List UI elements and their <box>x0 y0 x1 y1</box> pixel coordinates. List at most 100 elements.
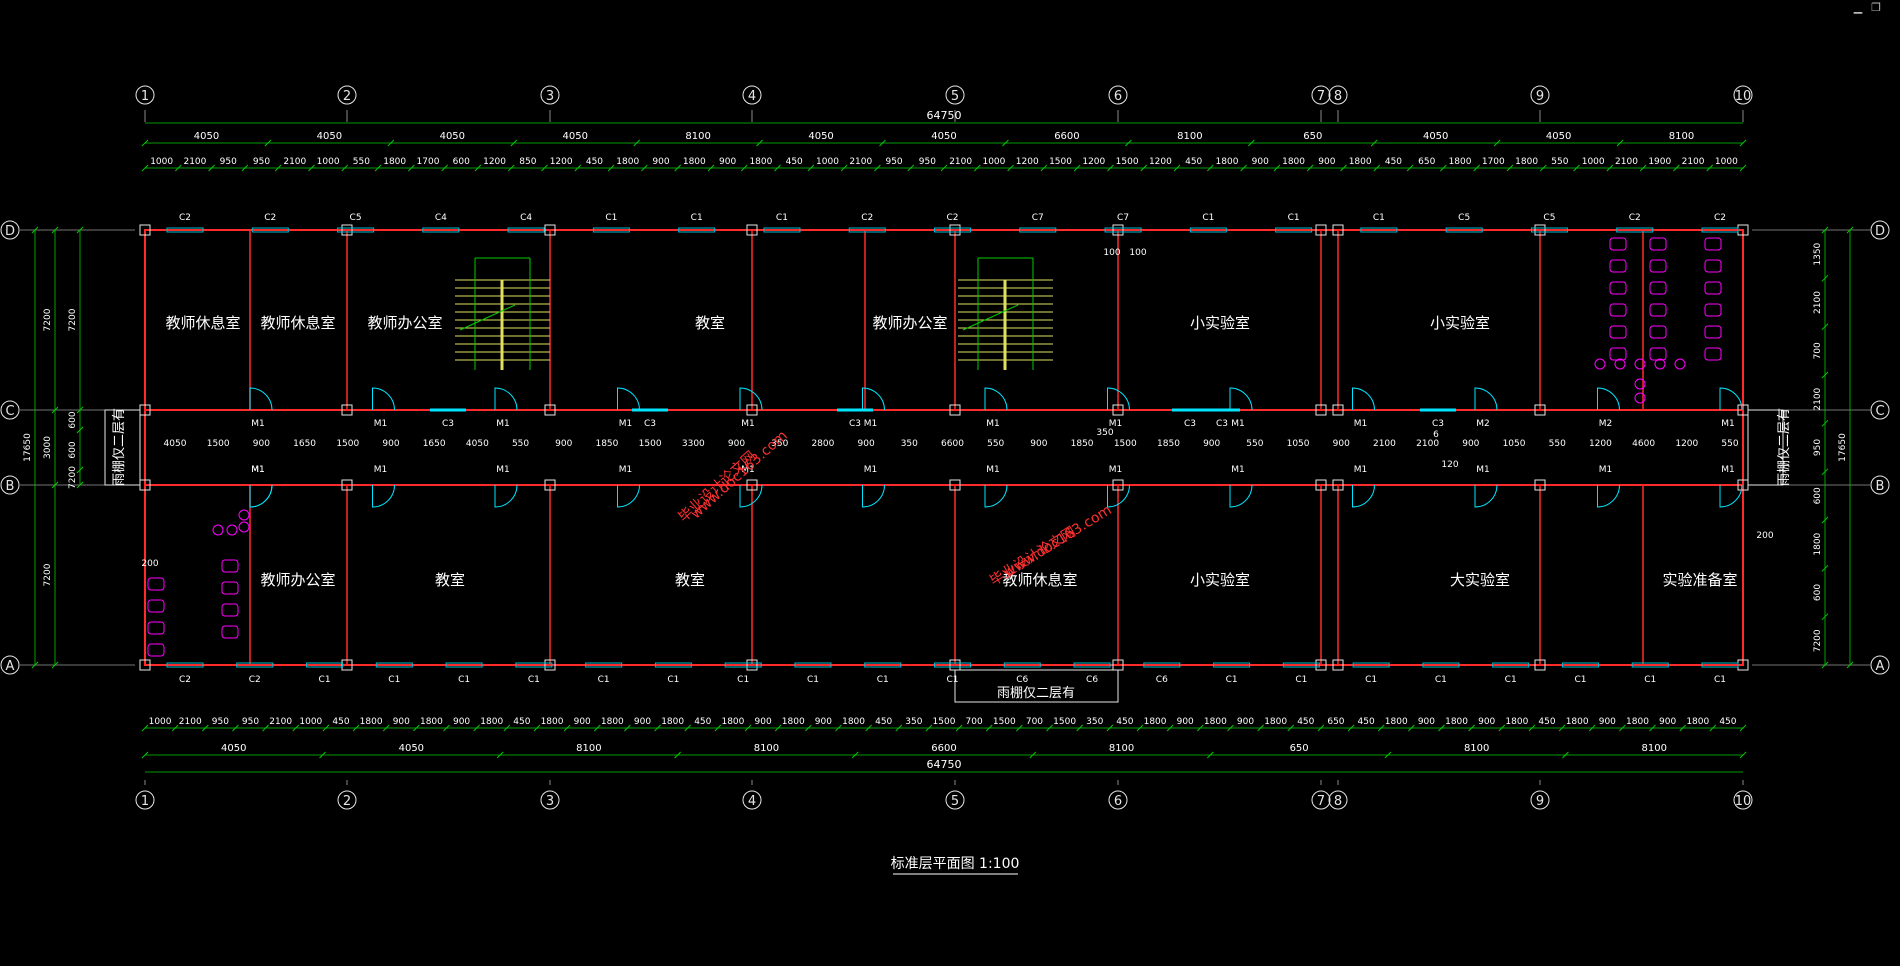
dim-top-row3-tick <box>1440 164 1447 172</box>
door-label: M1 <box>1354 465 1368 475</box>
column <box>1112 224 1124 236</box>
dim-top-row2-text: 4050 <box>931 131 956 142</box>
dim-bottom-row1-text: 450 <box>332 717 349 727</box>
window-bottom-label: C1 <box>1365 675 1377 685</box>
dim-bottom-row1-tick <box>503 724 511 732</box>
corridor-dim-text: 6600 <box>941 439 964 449</box>
dim-top-row3-text: 850 <box>519 157 536 167</box>
dim-top-row3-text: 950 <box>919 157 936 167</box>
restore-icon[interactable]: ❐ <box>1871 1 1881 14</box>
dim-top-row3-text: 950 <box>253 157 270 167</box>
door-label: M1 <box>251 419 265 429</box>
sink <box>1674 358 1686 370</box>
window-top-label: C4 <box>435 213 447 223</box>
door-label: M1 <box>986 465 1000 475</box>
window-bottom-label: C6 <box>1156 675 1168 685</box>
dim-top-row3-tick <box>1007 164 1014 172</box>
dim-top-row3-text: 550 <box>353 157 370 167</box>
dim-top-row3-tick <box>1539 164 1547 172</box>
minimize-icon[interactable]: ▁ <box>1853 1 1863 14</box>
axis-bubble <box>1108 85 1128 105</box>
window-top <box>1616 227 1654 233</box>
dim-top-row3-text: 900 <box>652 157 669 167</box>
outer-wall <box>144 229 1744 666</box>
dim-bottom-row1-tick <box>322 724 330 732</box>
toilet-stall <box>147 599 165 613</box>
column <box>1315 479 1327 491</box>
toilet-stall <box>1704 237 1722 251</box>
window-top-label: C5 <box>1458 213 1470 223</box>
dim-top-row3-tick <box>1206 164 1214 172</box>
dim-top-row2-tick <box>1125 139 1132 147</box>
dim-bottom-row1-text: 900 <box>1478 717 1495 727</box>
window-bottom-label: C1 <box>528 675 540 685</box>
sink <box>1634 392 1646 404</box>
axis-label: 2 <box>343 794 351 809</box>
dim-bottom-row1-text: 450 <box>1719 717 1736 727</box>
sink <box>212 524 224 536</box>
dim-top-row3-tick <box>1140 164 1148 172</box>
dim-left-outer-text: 7200 <box>43 563 53 586</box>
door-swing <box>1229 484 1253 508</box>
dim-bottom-row1-text: 1800 <box>1686 717 1709 727</box>
axis-label: C <box>5 404 14 419</box>
column <box>1112 404 1124 416</box>
door-label: M1 <box>496 419 510 429</box>
dim-top-row3-tick <box>1340 164 1347 172</box>
dim-bottom-row1-tick <box>1016 724 1023 732</box>
window-top <box>1530 227 1568 233</box>
window-bottom <box>1631 662 1669 668</box>
window-top <box>251 227 289 233</box>
dim-bottom-row1-tick <box>1588 724 1596 732</box>
dim-left-inner-text: 7200 <box>68 308 78 331</box>
window-top-label: C2 <box>1714 213 1726 223</box>
dim-top-row2-text: 8100 <box>1669 131 1694 142</box>
dim-bottom-row1-text: 1000 <box>149 717 172 727</box>
dim-bottom-row1-tick <box>262 724 269 732</box>
window-bottom <box>585 662 623 668</box>
dim-bottom-row2-tick <box>1562 751 1569 759</box>
axis-bubble <box>742 85 762 105</box>
window-bottom-label: C1 <box>1435 675 1447 685</box>
toilet-stall <box>1704 347 1722 361</box>
dim-bottom-row1-text: 1800 <box>661 717 684 727</box>
axis-label: 9 <box>1536 89 1544 104</box>
door-label: M1 <box>374 465 388 475</box>
room-label: 小实验室 <box>1190 314 1250 332</box>
dim-bottom-row1-tick <box>895 724 903 732</box>
corridor-dim-text: 900 <box>858 439 875 449</box>
room-label: 小实验室 <box>1430 314 1490 332</box>
window-bottom <box>445 662 483 668</box>
dim-bottom-row1-text: 1800 <box>420 717 443 727</box>
dim-top-row3-tick <box>740 164 748 172</box>
axis-label: 10 <box>1735 89 1752 104</box>
axis-label: B <box>6 479 15 494</box>
dim-left-inner-text: 7200 <box>68 466 78 489</box>
dim-bottom-row2-text: 8100 <box>1641 743 1666 754</box>
dim-bottom-row1-tick <box>1136 724 1144 732</box>
axis-label: 8 <box>1334 89 1342 104</box>
dim-bottom-row1-text: 1500 <box>1053 717 1076 727</box>
window-bottom <box>934 662 971 668</box>
room-label: 实验准备室 <box>1662 571 1737 589</box>
dim-top-row3-tick <box>907 164 915 172</box>
dim-bottom-row1-text: 900 <box>1659 717 1676 727</box>
corridor-dim-text: 900 <box>1030 439 1047 449</box>
column <box>746 479 758 491</box>
dim-top-row3-tick <box>1706 164 1714 172</box>
toilet-stall <box>147 621 165 635</box>
dim-top-row3-text: 900 <box>1318 157 1335 167</box>
dim-top-row3-text: 1800 <box>1349 157 1372 167</box>
window-bottom-label: C1 <box>1714 675 1726 685</box>
door-swing <box>1107 387 1130 411</box>
dim-right-outer-text: 2100 <box>1813 387 1823 410</box>
dim-top-row2-tick <box>141 139 149 147</box>
dim-bottom-row1-text: 1800 <box>1626 717 1649 727</box>
sink <box>1634 358 1646 370</box>
door-label: M1 <box>986 419 1000 429</box>
window-bottom-label: C6 <box>1016 675 1028 685</box>
window-top <box>1445 227 1483 233</box>
dim-bottom-row1-text: 900 <box>755 717 772 727</box>
axis-label: D <box>1875 224 1885 239</box>
